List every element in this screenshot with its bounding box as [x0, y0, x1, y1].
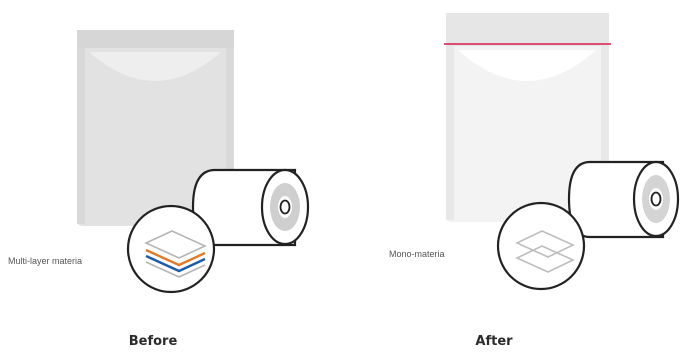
after-illustration — [341, 0, 681, 352]
after-caption: After — [434, 334, 554, 349]
layers-magnifier-icon — [128, 206, 214, 292]
material-label: Multi-layer materia — [8, 256, 84, 266]
before-illustration — [0, 0, 340, 352]
before-panel: Multi-layer materia Before — [0, 0, 340, 352]
after-panel: Mono-materia After — [341, 0, 681, 352]
before-caption: Before — [93, 334, 213, 349]
layers-magnifier-icon — [498, 203, 584, 289]
material-label: Mono-materia — [389, 249, 447, 259]
film-roll-icon — [569, 162, 678, 237]
